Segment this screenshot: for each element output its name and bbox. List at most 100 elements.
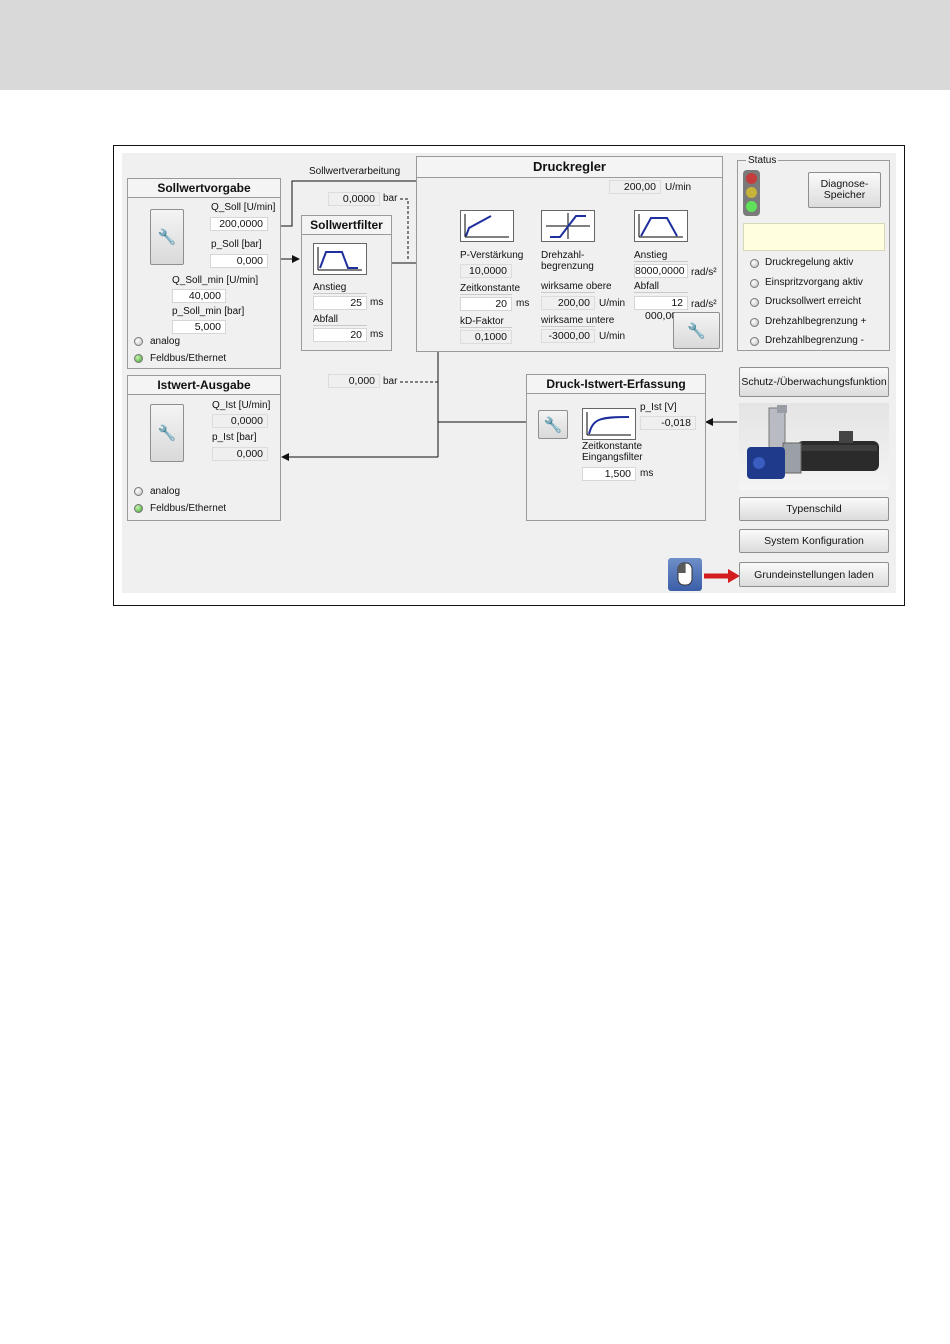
druck-istwert-title: Druck-Istwert-Erfassung (527, 375, 705, 394)
status-item-label: Drehzahlbegrenzung + (765, 316, 867, 327)
einspritzvorgang-indicator (750, 279, 759, 288)
schutz-ueberwachung-button[interactable]: Schutz-/Überwachungsfunktion (739, 367, 889, 397)
p-ist-label: p_Ist [bar] (212, 432, 257, 443)
zeitkonstante-value[interactable]: 20 (460, 297, 512, 311)
filter-anstieg-unit: ms (370, 297, 384, 308)
sollwertfilter-panel: Sollwertfilter Anstieg 25 ms Abfall 20 m… (301, 215, 392, 351)
q-ist-label: Q_Ist [U/min] (212, 400, 271, 411)
sollwertverarbeitung-value: 0,0000 (328, 192, 380, 206)
p-soll-value[interactable]: 0,000 (210, 254, 268, 268)
druckregler-panel: Druckregler 200,00 U/min P-Verstärkung 1… (416, 156, 723, 352)
sollwertverarbeitung-unit: bar (383, 193, 398, 204)
drehzahlbegrenzung-minus-indicator (750, 337, 759, 346)
input-filter-unit: ms (640, 468, 654, 479)
drucksollwert-indicator (750, 298, 759, 307)
obere-label: wirksame obere (541, 281, 612, 293)
filter-abfall-value[interactable]: 20 (313, 328, 367, 342)
kd-faktor-label: kD-Faktor (460, 316, 512, 328)
diagnose-speicher-button[interactable]: Diagnose- Speicher (808, 172, 881, 208)
p-ist-v-value: -0,018 (640, 416, 696, 430)
system-konfiguration-button[interactable]: System Konfiguration (739, 529, 889, 553)
filter-abfall-label: Abfall (313, 314, 367, 326)
speed-limit-icon (541, 210, 595, 242)
feldbus-label: Feldbus/Ethernet (150, 353, 227, 364)
druckregler-title: Druckregler (417, 157, 722, 178)
q-ist-value: 0,0000 (212, 414, 268, 428)
speed-unit: U/min (665, 182, 692, 193)
ramp-filter-icon (313, 243, 367, 275)
status-item-label: Druckregelung aktiv (765, 257, 854, 268)
p-verstaerkung-label: P-Verstärkung (460, 250, 524, 261)
p-soll-min-value[interactable]: 5,000 (172, 320, 226, 334)
regler-abfall-unit: rad/s² (691, 299, 717, 310)
wrench-icon: 🔧 (157, 425, 177, 442)
q-soll-value[interactable]: 200,0000 (210, 217, 268, 231)
kd-faktor-value: 0,1000 (460, 330, 512, 344)
untere-value: -3000,00 (541, 329, 595, 343)
ist-analog-label: analog (150, 486, 181, 497)
app-window: + - Sollwertvorgabe 🔧 Q_Soll [U/min] 200… (122, 153, 896, 593)
feedback-value: 0,000 (328, 374, 380, 388)
untere-unit: U/min (599, 331, 626, 342)
input-filter-icon (582, 408, 636, 440)
input-filter-label-line2: Eingangsfilter (582, 452, 643, 463)
q-soll-label: Q_Soll [U/min] (211, 202, 276, 213)
input-filter-value[interactable]: 1,500 (582, 467, 636, 481)
motor-pump-image (739, 403, 889, 490)
p-soll-label: p_Soll [bar] (211, 239, 262, 250)
druckregelung-indicator (750, 259, 759, 268)
regler-anstieg-unit: rad/s² (691, 267, 717, 278)
sollwertvorgabe-settings-button[interactable]: 🔧 (150, 209, 184, 265)
status-item-label: Drehzahlbegrenzung - (765, 335, 864, 346)
obere-unit: U/min (599, 298, 626, 309)
mouse-click-icon (668, 558, 702, 591)
ist-feldbus-label: Feldbus/Ethernet (150, 503, 227, 514)
accel-ramp-icon (634, 210, 688, 242)
speed-value: 200,00 (609, 180, 661, 194)
sollwertverarbeitung-label: Sollwertverarbeitung (309, 166, 401, 177)
druck-istwert-panel: Druck-Istwert-Erfassung 🔧 p_Ist [V] -0,0… (526, 374, 706, 521)
feldbus-indicator (134, 354, 143, 363)
status-item-label: Einspritzvorgang aktiv (765, 277, 863, 288)
p-ist-value: 0,000 (212, 447, 268, 461)
istwert-ausgabe-title: Istwert-Ausgabe (128, 376, 280, 395)
filter-anstieg-label: Anstieg (313, 282, 367, 294)
traffic-light-icon (743, 170, 760, 216)
p-verstaerkung-value: 10,0000 (460, 264, 512, 278)
regler-anstieg-value[interactable]: 8000,0000 (634, 264, 688, 278)
regler-anstieg-label: Anstieg (634, 250, 688, 262)
wrench-icon: 🔧 (543, 416, 563, 434)
istwert-settings-button[interactable]: 🔧 (150, 404, 184, 462)
p-ist-v-label: p_Ist [V] (640, 402, 677, 413)
status-message-box (743, 223, 885, 251)
p-gain-icon (460, 210, 514, 242)
istwert-ausgabe-panel: Istwert-Ausgabe 🔧 Q_Ist [U/min] 0,0000 p… (127, 375, 281, 521)
ist-analog-indicator (134, 487, 143, 496)
status-item-label: Drucksollwert erreicht (765, 296, 862, 307)
feedback-unit: bar (383, 376, 398, 387)
drehzahlbegrenzung-plus-indicator (750, 318, 759, 327)
typenschild-button[interactable]: Typenschild (739, 497, 889, 521)
analog-label: analog (150, 336, 181, 347)
filter-anstieg-value[interactable]: 25 (313, 296, 367, 310)
q-soll-min-value[interactable]: 40,000 (172, 289, 226, 303)
filter-abfall-unit: ms (370, 329, 384, 340)
druck-istwert-settings-button[interactable]: 🔧 (538, 410, 568, 439)
drehzahl-label-line1: Drehzahl- (541, 250, 585, 261)
grundeinstellungen-laden-button[interactable]: Grundeinstellungen laden (739, 562, 889, 587)
sollwertfilter-title: Sollwertfilter (302, 216, 391, 235)
regler-abfall-label: Abfall (634, 281, 688, 293)
page-header-band (0, 0, 950, 90)
druckregler-settings-button[interactable]: 🔧 (673, 312, 720, 349)
untere-label: wirksame untere (541, 315, 615, 327)
status-panel: Status Diagnose- Speicher Druckregelung … (737, 155, 890, 351)
input-filter-label-line1: Zeitkonstante (582, 441, 643, 452)
regler-abfall-value[interactable]: 12 000,000 (634, 296, 688, 322)
zeitkonstante-label: Zeitkonstante (460, 283, 521, 295)
wrench-icon: 🔧 (687, 322, 706, 340)
status-title: Status (746, 155, 779, 166)
zeitkonstante-unit: ms (516, 298, 530, 309)
sollwertvorgabe-title: Sollwertvorgabe (128, 179, 280, 198)
drehzahl-label-line2: begrenzung (541, 261, 594, 272)
p-soll-min-label: p_Soll_min [bar] (172, 306, 245, 317)
